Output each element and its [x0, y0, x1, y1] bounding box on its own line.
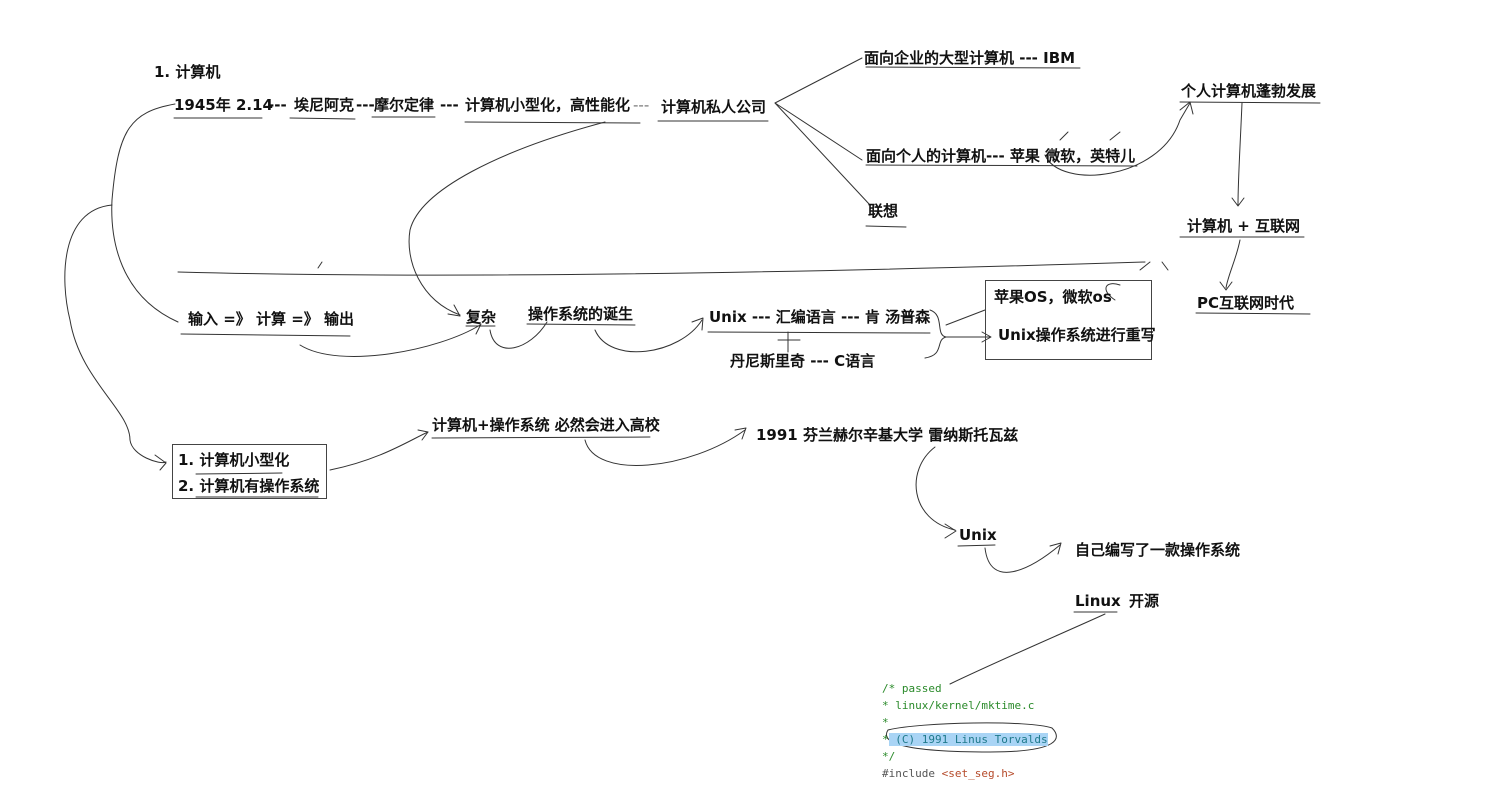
code-line: * (C) 1991 Linus Torvalds — [882, 731, 1048, 748]
timeline-private: 计算机私人公司 — [661, 98, 767, 116]
pc-era: PC互联网时代 — [1197, 294, 1295, 312]
curve — [1044, 102, 1191, 176]
timeline-year: 1945年 2.14 — [174, 96, 273, 114]
arrow — [1237, 102, 1243, 206]
arrowhead — [154, 454, 167, 471]
underline — [957, 544, 996, 547]
complex: 复杂 — [466, 308, 497, 326]
arrowhead — [734, 427, 747, 440]
squiggle — [1161, 261, 1169, 271]
enterprise-computer: 面向企业的大型计算机 --- IBM — [864, 49, 1076, 67]
linux: Linux — [1075, 592, 1121, 610]
underline — [180, 333, 351, 337]
divider — [177, 261, 1146, 276]
timeline-sep: --- — [356, 96, 375, 114]
curve — [489, 321, 548, 349]
fan-line — [774, 102, 863, 161]
underline — [707, 331, 931, 334]
timeline-eniac: 埃尼阿克 — [294, 96, 355, 114]
heading: 1. 计算机 — [154, 63, 221, 81]
brace-left-outer — [64, 204, 167, 464]
pc-internet: 计算机 + 互联网 — [1187, 217, 1301, 235]
code-highlight: (C) 1991 Linus Torvalds — [888, 733, 1048, 746]
timeline-miniaturization: 计算机小型化，高性能化 — [465, 96, 631, 114]
os-box — [985, 280, 1152, 360]
underline — [195, 472, 283, 475]
arrowhead — [691, 317, 704, 331]
curve — [408, 121, 606, 316]
arrowhead — [1231, 197, 1245, 207]
summary-box — [172, 444, 327, 499]
unix-assembly: Unix --- 汇编语言 --- 肯 汤普森 — [709, 308, 931, 326]
open-source: 开源 — [1129, 592, 1160, 610]
code-include: #include — [882, 767, 935, 780]
arrowhead — [447, 304, 461, 317]
underline — [289, 117, 356, 120]
own-os: 自己编写了一款操作系统 — [1075, 541, 1241, 559]
fan-line — [774, 57, 863, 104]
personal-computer: 面向个人的计算机--- 苹果 微软，英特儿 — [866, 147, 1136, 165]
underline — [865, 225, 907, 228]
io-flow: 输入 =》 计算 =》 输出 — [188, 310, 355, 328]
code-line: */ — [882, 750, 896, 763]
code-header: <set_seg.h> — [941, 767, 1015, 780]
timeline-sep: --- — [268, 96, 287, 114]
pc-boom: 个人计算机蓬勃发展 — [1181, 82, 1317, 100]
squiggle — [1139, 261, 1151, 271]
code-prefix: * — [882, 733, 889, 746]
underline — [865, 164, 1138, 167]
summary-line-2: 2. 计算机有操作系统 — [178, 477, 320, 495]
code-snippet: /* passed * linux/kernel/mktime.c * * (C… — [882, 680, 1048, 782]
code-line: /* passed — [882, 682, 942, 695]
unix-second: Unix — [959, 526, 997, 544]
code-line: * — [882, 716, 889, 729]
underline — [865, 66, 1081, 69]
arrowhead — [1049, 542, 1062, 555]
underline — [1195, 312, 1311, 315]
tick — [1109, 131, 1121, 141]
curve — [594, 319, 703, 353]
fan-line — [774, 102, 871, 206]
curve — [299, 324, 481, 357]
code-line: * linux/kernel/mktime.c — [882, 699, 1035, 712]
timeline-moore: 摩尔定律 — [374, 96, 435, 114]
tick — [1059, 131, 1069, 141]
underline — [1179, 101, 1321, 104]
curve — [949, 613, 1106, 685]
underline — [464, 121, 641, 124]
underline — [431, 436, 651, 439]
os-birth: 操作系统的诞生 — [528, 305, 634, 323]
summary-line-1: 1. 计算机小型化 — [178, 451, 290, 469]
curve — [915, 446, 956, 531]
university: 计算机+操作系统 必然会进入高校 — [432, 416, 660, 434]
mark — [317, 261, 323, 269]
apple-ms-os: 苹果OS，微软os — [994, 288, 1112, 306]
underline — [526, 323, 636, 326]
curve — [584, 429, 746, 466]
arrow — [329, 431, 429, 471]
arrowhead — [469, 321, 482, 335]
squiggle — [1105, 283, 1121, 301]
arrow — [945, 309, 986, 326]
code-line: #include <set_seg.h> — [882, 765, 1048, 782]
arrowhead — [1219, 281, 1233, 291]
arrowhead — [944, 523, 957, 539]
timeline-sep: --- — [633, 96, 650, 114]
linus-1991: 1991 芬兰赫尔辛基大学 雷纳斯托瓦兹 — [756, 426, 1019, 444]
brace-left — [111, 103, 179, 323]
arrowhead — [1179, 101, 1194, 115]
timeline-sep: --- — [440, 96, 459, 114]
arrowhead — [417, 429, 429, 441]
arrow — [1225, 239, 1241, 289]
unix-rewrite: Unix操作系统进行重写 — [998, 326, 1156, 344]
ritchie-c: 丹尼斯里奇 --- C语言 — [730, 352, 876, 370]
curve — [984, 544, 1061, 573]
lenovo: 联想 — [868, 202, 899, 220]
